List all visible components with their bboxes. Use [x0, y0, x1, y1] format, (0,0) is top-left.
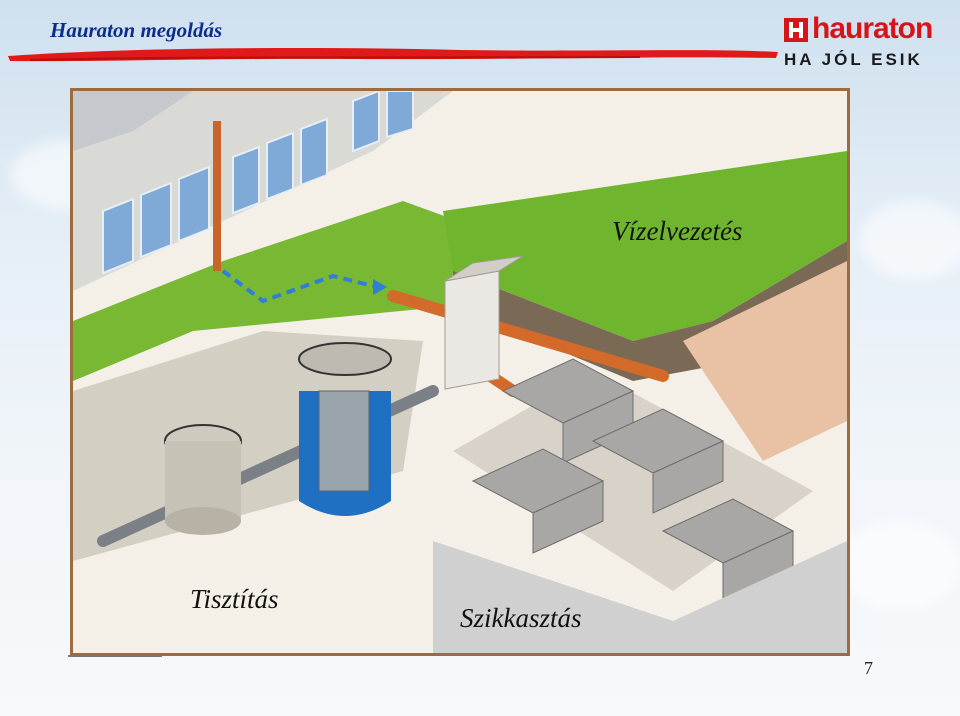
filter-unit [319, 391, 369, 491]
downpipe [213, 121, 221, 271]
tank-cover [299, 343, 391, 375]
page-number: 7 [864, 658, 873, 679]
illustration-drawing [73, 91, 847, 653]
red-brush-stroke [0, 40, 780, 68]
drainage-illustration [70, 88, 850, 656]
cloud-decoration [860, 200, 960, 280]
hauraton-h-icon [784, 18, 808, 42]
footer-divider [68, 655, 162, 657]
gully-box [445, 271, 499, 389]
label-cleaning: Tisztítás [190, 584, 279, 615]
cloud-decoration [840, 520, 960, 610]
label-drainage: Vízelvezetés [612, 216, 742, 247]
logo-wordmark: hauraton [812, 12, 932, 46]
logo-slogan: HA JÓL ESIK [784, 50, 923, 70]
label-infiltration: Szikkasztás [460, 603, 582, 634]
hauraton-logo: hauraton HA JÓL ESIK [784, 12, 944, 74]
